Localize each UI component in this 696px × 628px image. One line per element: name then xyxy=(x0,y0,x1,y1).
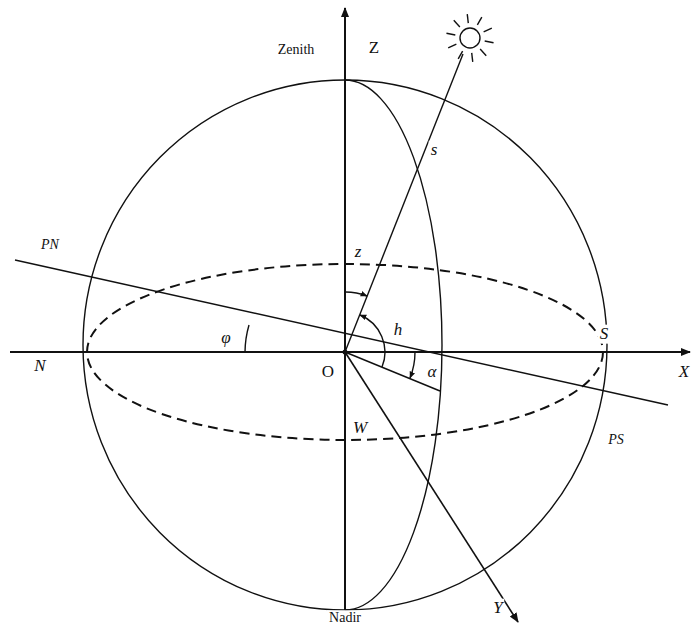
azimuth-arc xyxy=(410,352,415,378)
sun-ray xyxy=(467,14,468,23)
sun-direction xyxy=(345,54,463,352)
pole-label: PN xyxy=(39,237,61,252)
sun-ray xyxy=(484,28,492,32)
sun-ray xyxy=(485,41,494,43)
sun-ray xyxy=(480,49,486,56)
point-label: s xyxy=(429,141,440,160)
sun-symbol xyxy=(446,14,493,62)
zenith-axis xyxy=(344,8,346,610)
sun-ray xyxy=(454,20,460,27)
angle-symbol: z xyxy=(353,243,364,262)
cardinal-label: S xyxy=(598,325,611,344)
x-axis xyxy=(10,351,690,353)
pole-label: PS xyxy=(606,432,626,447)
zenith-angle-arc xyxy=(345,292,367,296)
axis-label: Z xyxy=(367,39,381,58)
origin-dot xyxy=(343,350,348,355)
sun-ray xyxy=(448,44,456,48)
latitude-arc xyxy=(245,325,249,352)
origin-label: O xyxy=(320,363,336,382)
cardinal-label: N xyxy=(32,357,47,376)
polar-axis xyxy=(15,260,668,405)
axis-label: Zenith xyxy=(276,42,317,57)
angle-symbol: φ xyxy=(219,329,232,348)
axis-label: X xyxy=(677,363,691,382)
axis-label: Nadir xyxy=(327,610,363,625)
axis-label: Y xyxy=(491,599,504,618)
angle-symbol: h xyxy=(392,321,405,340)
altitude-arc xyxy=(360,315,385,367)
sun-ray xyxy=(458,51,462,59)
sun-ray xyxy=(446,33,455,35)
sun-ray xyxy=(477,17,481,25)
azimuth-line xyxy=(345,352,440,391)
angle-symbol: α xyxy=(426,363,439,382)
sun-ray xyxy=(472,53,473,62)
cardinal-label: W xyxy=(351,419,369,438)
vertical-circle xyxy=(345,80,442,610)
y-axis xyxy=(345,352,518,622)
